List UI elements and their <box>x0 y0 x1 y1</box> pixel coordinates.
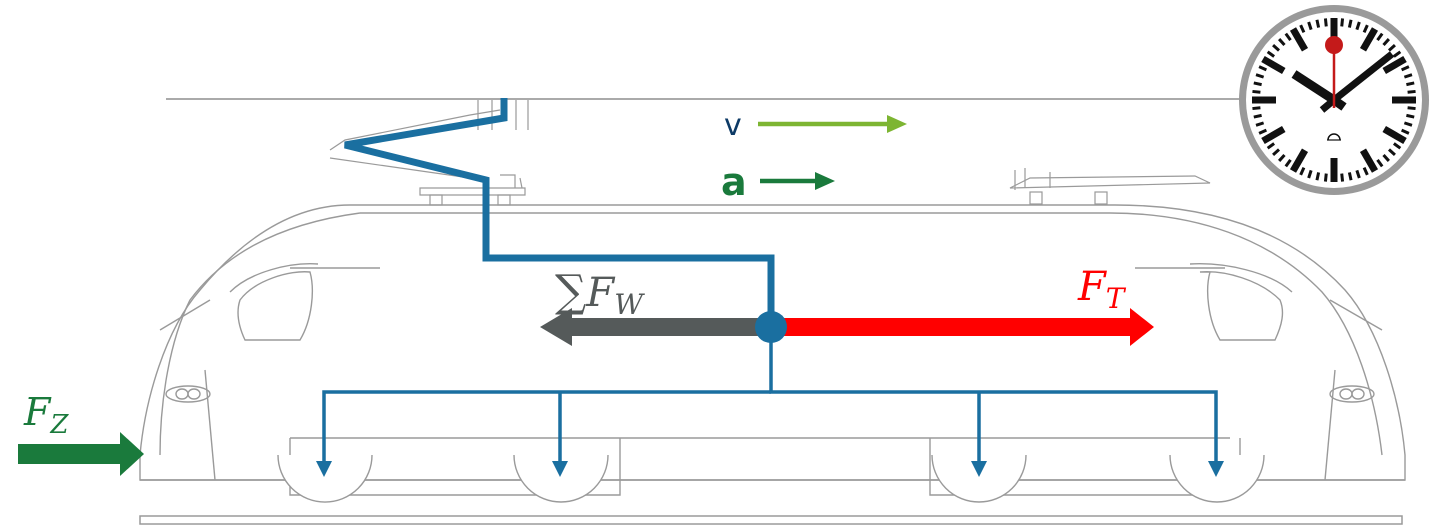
clock-minute-tick <box>1406 113 1415 119</box>
acceleration-arrow <box>760 172 835 190</box>
clock-minute-tick <box>1355 21 1361 31</box>
clock-minute-tick <box>1258 65 1268 72</box>
clock-hour-tick <box>1261 55 1286 75</box>
clock-minute-tick <box>1376 32 1384 42</box>
clock-minute-tick <box>1258 128 1268 135</box>
clock-minute-tick <box>1266 142 1276 150</box>
clock-minute-tick <box>1340 173 1345 182</box>
clock-minute-tick <box>1307 169 1313 179</box>
clock-hour-tick <box>1261 125 1286 145</box>
clock-minute-tick <box>1299 166 1306 176</box>
clock-hour-tick <box>1382 55 1407 75</box>
clock-minute-tick <box>1299 24 1306 34</box>
clock-minute-tick <box>1307 21 1313 31</box>
rail <box>139 515 1403 525</box>
clock-minute-tick <box>1315 19 1321 28</box>
clock-minute-tick <box>1407 106 1416 111</box>
center-of-mass-dot <box>755 311 787 343</box>
clock-minute-tick <box>1362 24 1369 34</box>
clock-minute-tick <box>1323 173 1328 182</box>
clock-minute-tick <box>1323 18 1328 27</box>
clock-minute-tick <box>1272 148 1281 156</box>
clock-minute-tick <box>1284 158 1292 168</box>
wheel <box>277 454 373 503</box>
wheel-load-arrows <box>316 461 1224 477</box>
wheel-load-arrowhead <box>552 461 568 477</box>
resistance-force-label: ∑FW <box>555 266 645 321</box>
clock-minute-tick <box>1382 38 1390 47</box>
clock-minute-tick <box>1266 50 1276 58</box>
clock-minute-tick <box>1315 172 1321 181</box>
coupler-force-sub: Z <box>49 410 69 440</box>
clock-minute-tick <box>1347 172 1353 181</box>
clock-minute-tick <box>1252 89 1261 94</box>
coupler-force-arrow <box>18 432 144 476</box>
wheel-load-arrowhead <box>1208 461 1224 477</box>
traction-force-base: F <box>1077 264 1107 310</box>
clock-minute-tick <box>1403 73 1413 79</box>
clock-minute-tick <box>1392 50 1402 58</box>
clock-minute-tick <box>1400 128 1410 135</box>
wheels <box>277 454 1265 503</box>
clock-minute-tick <box>1392 142 1402 150</box>
clock-hour-hand <box>1291 70 1337 104</box>
clock-minute-tick <box>1382 153 1390 162</box>
clock-minute-tick <box>1400 65 1410 72</box>
roof-equipment <box>329 100 1211 206</box>
clock-minute-tick <box>1255 73 1265 79</box>
clock-minute-tick <box>1406 81 1415 87</box>
clock-minute-tick <box>1272 44 1281 52</box>
velocity-label: v <box>724 108 742 143</box>
wheel-load-arrowhead <box>316 461 332 477</box>
clock-logo <box>1327 133 1341 141</box>
acceleration-label: a <box>721 160 747 204</box>
wheel <box>513 454 609 503</box>
clock-minute-tick <box>1340 18 1345 27</box>
station-clock-icon <box>1239 5 1429 195</box>
wheel <box>931 454 1027 503</box>
clock-minute-tick <box>1347 19 1353 28</box>
resistance-force-sub: W <box>614 288 645 321</box>
clock-minute-tick <box>1255 121 1265 127</box>
coupler-force-base: F <box>23 390 52 434</box>
clock-hour-tick <box>1289 148 1309 173</box>
load-path <box>322 98 1218 462</box>
sum-symbol: ∑ <box>555 266 586 317</box>
clock-minute-tick <box>1387 44 1396 52</box>
resistance-force-arrow <box>540 308 770 346</box>
traction-force-arrow <box>772 308 1154 346</box>
clock-minute-tick <box>1278 38 1286 47</box>
clock-minute-hand <box>1331 51 1395 103</box>
wheel-load-arrowhead <box>971 461 987 477</box>
clock-minute-tick <box>1253 113 1262 119</box>
clock-minute-tick <box>1376 158 1384 168</box>
clock-minute-tick <box>1252 106 1261 111</box>
clock-minute-tick <box>1284 32 1292 42</box>
clock-hour-tick <box>1289 27 1309 52</box>
clock-minute-tick <box>1278 153 1286 162</box>
clock-minute-tick <box>1362 166 1369 176</box>
resistance-force-base: F <box>585 270 615 316</box>
clock-hour-tick <box>1359 27 1379 52</box>
clock-minute-tick <box>1355 169 1361 179</box>
wheel <box>1169 454 1265 503</box>
clock-hour-tick <box>1382 125 1407 145</box>
traction-force-label: FT <box>1077 264 1127 315</box>
clock-minute-tick <box>1403 121 1413 127</box>
clock-tick-marks <box>1252 18 1416 182</box>
clock-minute-tick <box>1407 89 1416 94</box>
coupler-force-label: FZ <box>23 390 69 440</box>
traction-force-sub: T <box>1106 282 1127 315</box>
clock-minute-tick <box>1253 81 1262 87</box>
clock-hour-tick <box>1359 148 1379 173</box>
velocity-arrow <box>758 115 907 133</box>
clock-minute-tick <box>1387 148 1396 156</box>
